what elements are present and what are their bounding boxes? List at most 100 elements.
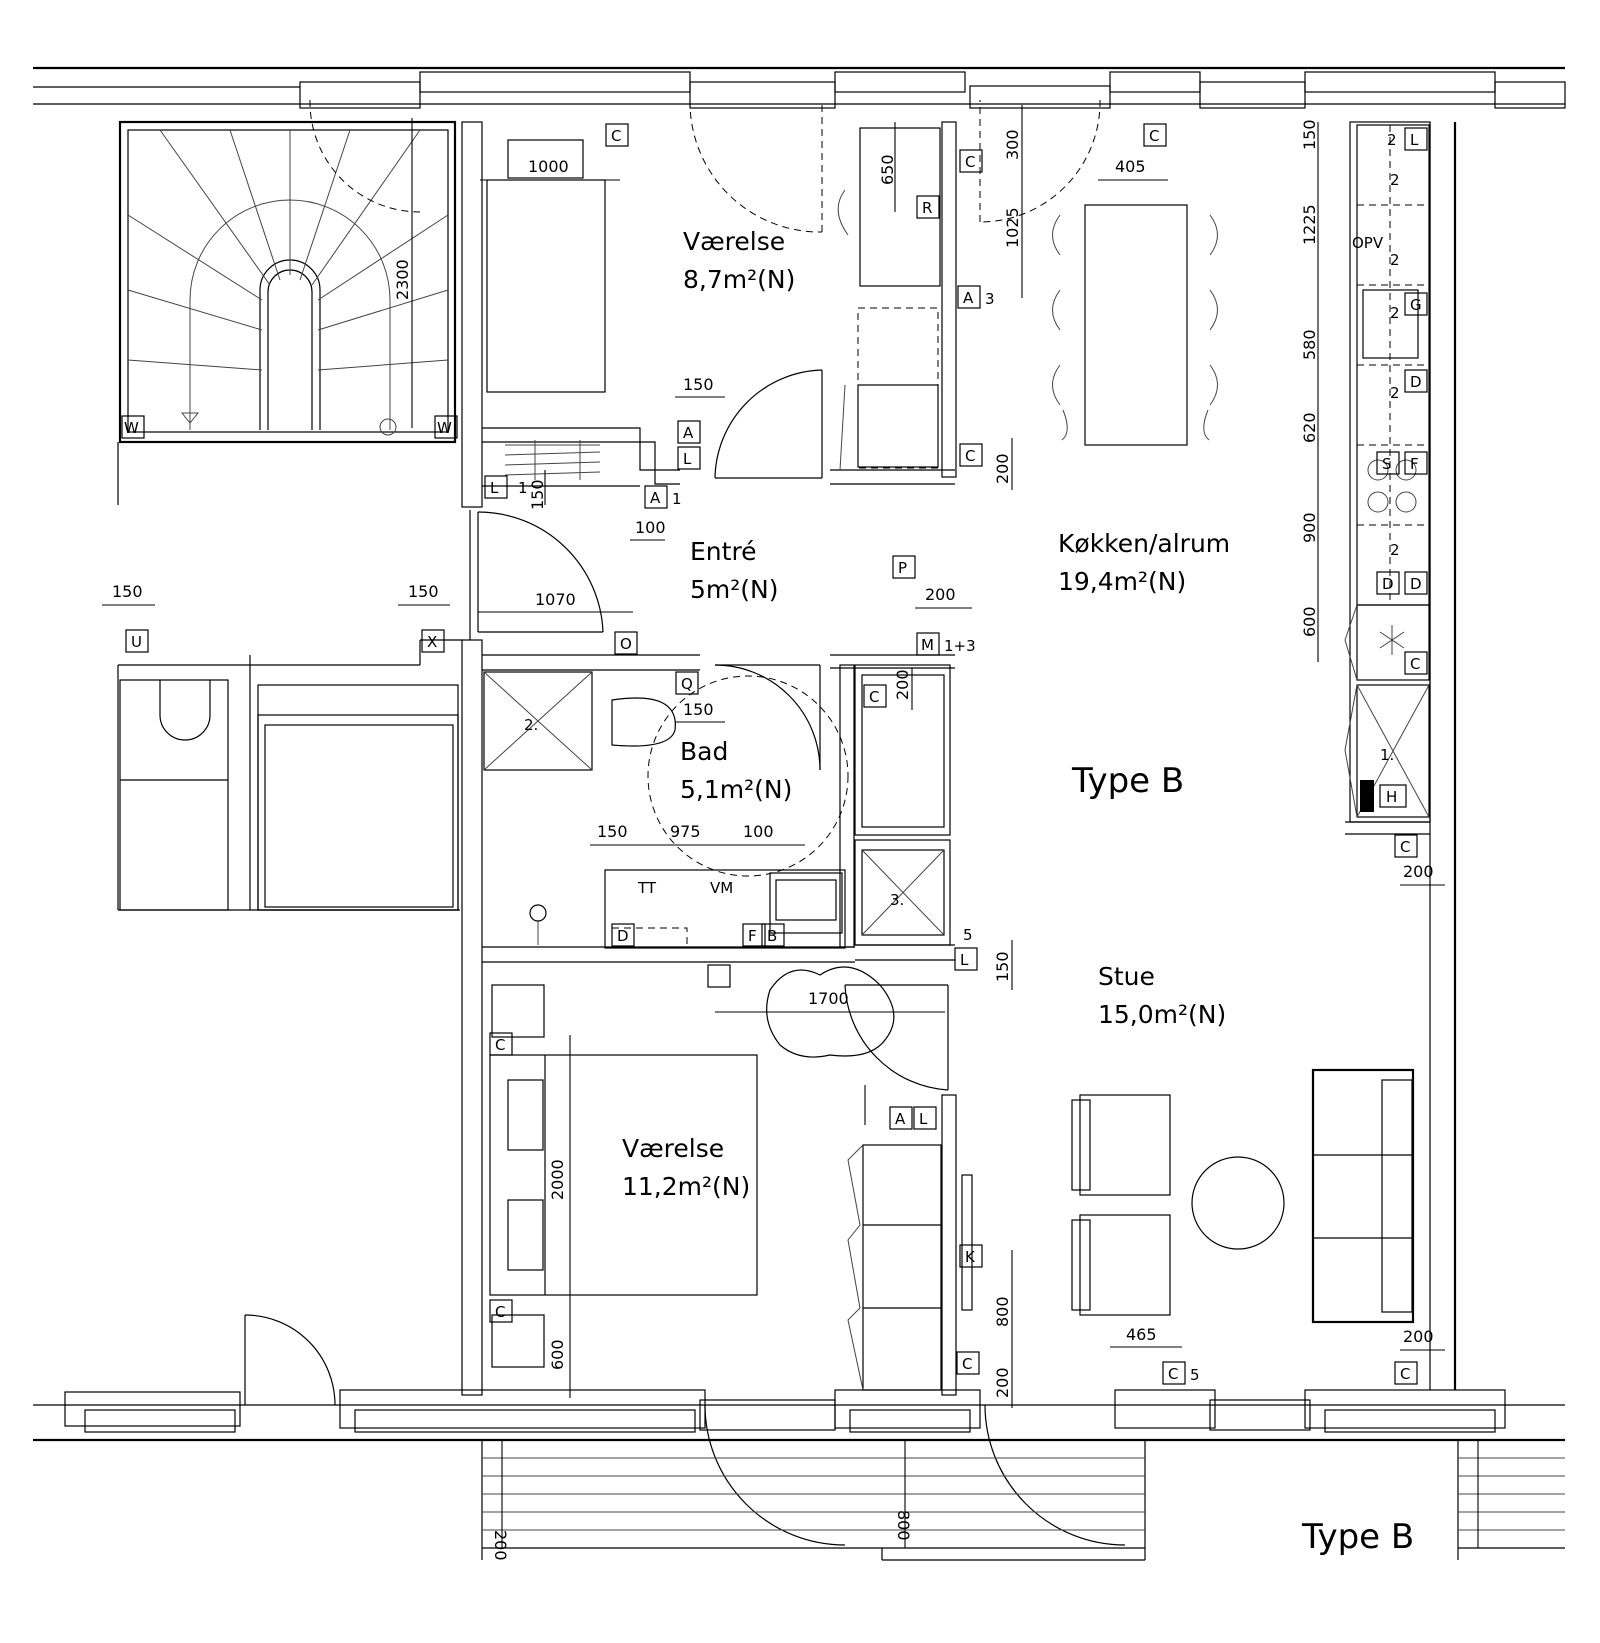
tag: W <box>124 419 139 437</box>
tag: C <box>1149 127 1159 145</box>
exterior-walls <box>33 66 1566 1442</box>
dimension-label: 900 <box>1300 512 1319 543</box>
tag: 3 <box>985 290 995 308</box>
room-name: Køkken/alrum <box>1058 529 1230 558</box>
tag: 1+3 <box>944 637 976 655</box>
dimension-label: 150 <box>112 582 143 601</box>
dimension-label: 150 <box>683 700 714 719</box>
tag: C <box>965 153 975 171</box>
tag: C <box>495 1036 505 1054</box>
tag: C <box>1410 655 1420 673</box>
dimension-label: 600 <box>1300 606 1319 637</box>
dimension-label: 800 <box>993 1296 1012 1327</box>
dimension-label: 405 <box>1115 157 1146 176</box>
dimension-label: 150 <box>1300 119 1319 150</box>
dimension-lines <box>102 105 1479 1548</box>
tag: 2 <box>1390 251 1400 269</box>
type-label: Type B <box>1071 761 1184 801</box>
room-area: 15,0m²(N) <box>1098 1000 1226 1029</box>
dimension-label: 150 <box>597 822 628 841</box>
tag: C <box>495 1303 505 1321</box>
room-name: Entré <box>690 537 757 566</box>
dimension-label: 200 <box>993 453 1012 484</box>
interior-walls <box>117 121 1431 1396</box>
dimension-label: 150 <box>408 582 439 601</box>
tag: C <box>962 1355 972 1373</box>
tag: 2 <box>1390 384 1400 402</box>
tag: C <box>1168 1365 1178 1383</box>
tag: C <box>1400 838 1410 856</box>
dimension-label: 1700 <box>808 989 849 1008</box>
dimension-label: 200 <box>993 1367 1012 1398</box>
balcony <box>481 1440 1565 1561</box>
dimension-label: 2000 <box>548 1159 567 1200</box>
tag: W <box>437 419 452 437</box>
type-label: Type B <box>1301 1517 1414 1557</box>
tag: K <box>965 1248 976 1266</box>
tag: H <box>1386 788 1397 806</box>
tag: D <box>1410 575 1422 593</box>
tag: C <box>1400 1365 1410 1383</box>
dimension-label: 200 <box>893 669 912 700</box>
tag: U <box>131 633 142 651</box>
dimension-label: 620 <box>1300 412 1319 443</box>
dimension-label: 1025 <box>1003 207 1022 248</box>
tag: L <box>490 479 499 497</box>
tag: A <box>650 489 661 507</box>
dimension-label: 580 <box>1300 329 1319 360</box>
room-name: Værelse <box>622 1134 724 1163</box>
dimension-label: 200 <box>491 1530 510 1561</box>
tag: C <box>965 447 975 465</box>
tag: 2 <box>1390 541 1400 559</box>
staircase <box>118 99 457 444</box>
room-name: Værelse <box>683 227 785 256</box>
dimension-label: 650 <box>878 154 897 185</box>
dimension-label: 465 <box>1126 1325 1157 1344</box>
room-name: Stue <box>1098 962 1155 991</box>
tag: A <box>683 424 694 442</box>
tag: 1 <box>518 479 528 497</box>
tag: P <box>898 559 907 577</box>
dimension-label: 1000 <box>528 157 569 176</box>
room-area: 11,2m²(N) <box>622 1172 750 1201</box>
tag: X <box>427 633 437 651</box>
tag: A <box>895 1110 906 1128</box>
dimension-label: 200 <box>1403 862 1434 881</box>
room-name: Bad <box>680 737 728 766</box>
tag: D <box>1410 373 1422 391</box>
tag-boxes <box>121 123 1428 1385</box>
doors <box>244 99 1126 1546</box>
tag: 3. <box>890 891 904 909</box>
tag: VM <box>710 879 733 897</box>
tag: 2. <box>524 716 538 734</box>
tag: C <box>611 127 621 145</box>
dimension-label: 800 <box>894 1510 913 1541</box>
room-area: 5m²(N) <box>690 575 779 604</box>
dimension-label: 300 <box>1003 129 1022 160</box>
tag: L <box>1410 131 1419 149</box>
tag: M <box>921 636 934 654</box>
tag: 5 <box>963 926 973 944</box>
tag: C <box>869 688 879 706</box>
tag: D <box>617 927 629 945</box>
tag-labels: C C C R A 3 C L 2 2 2 OPV 2 G 2 D S F 2 … <box>124 127 1422 1384</box>
dimension-label: 100 <box>635 518 666 537</box>
tag: A <box>963 289 974 307</box>
dimension-label: 200 <box>925 585 956 604</box>
tag: 2 <box>1387 131 1397 149</box>
dimension-label: 150 <box>993 951 1012 982</box>
room-area: 5,1m²(N) <box>680 775 792 804</box>
tag: 1. <box>1380 746 1394 764</box>
tag: L <box>960 951 969 969</box>
dimension-label: 1070 <box>535 590 576 609</box>
dimension-label: 1225 <box>1300 204 1319 245</box>
tag: S <box>1382 455 1392 473</box>
tag: F <box>748 927 757 945</box>
tag: OPV <box>1352 234 1384 252</box>
dimension-label: 150 <box>683 375 714 394</box>
dimension-label: 2300 <box>393 259 412 300</box>
tag: G <box>1410 296 1422 314</box>
dimension-label: 100 <box>743 822 774 841</box>
tag: B <box>767 927 777 945</box>
